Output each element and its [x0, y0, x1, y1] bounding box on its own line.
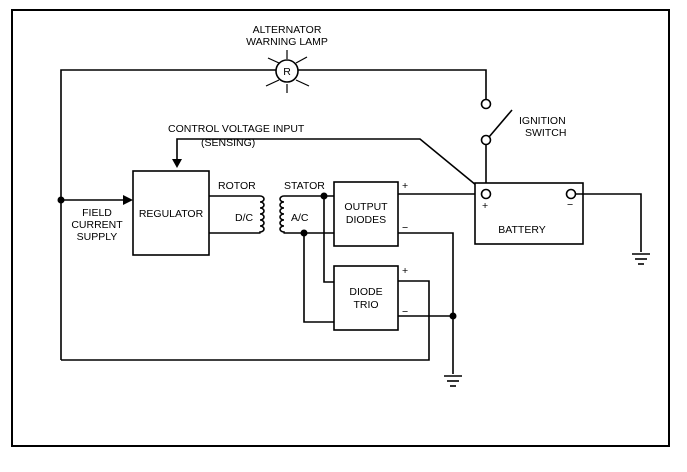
field-current-label-line1: FIELD	[82, 207, 112, 219]
diode-trio-label-line1: DIODE	[349, 286, 382, 298]
battery-negative-terminal	[565, 188, 577, 200]
output-diodes-label-line2: DIODES	[346, 214, 386, 226]
ignition-switch-label-line1: IGNITION	[519, 115, 566, 127]
control-voltage-label-line1: CONTROL VOLTAGE INPUT	[168, 123, 305, 135]
sensing-wire	[172, 138, 483, 191]
stator-label: STATOR	[284, 180, 325, 192]
battery-ground-icon	[632, 253, 650, 265]
trio-positive-wire	[61, 280, 430, 361]
output-negative-wire	[398, 232, 454, 374]
field-supply-wire	[61, 195, 133, 205]
output-diodes-plus: +	[402, 180, 408, 192]
diode-trio-box	[333, 265, 399, 331]
warning-lamp: R	[265, 50, 310, 93]
ignition-switch	[480, 98, 513, 188]
diode-trio-label-line2: TRIO	[353, 299, 378, 311]
stator-to-trio-wires	[303, 196, 334, 323]
battery-minus: −	[567, 199, 573, 211]
sensing-arrow	[172, 159, 182, 168]
field-current-label-line3: SUPPLY	[77, 231, 118, 243]
ground-junction	[449, 312, 457, 320]
battery-positive-terminal	[480, 188, 492, 200]
ground-icon	[444, 375, 462, 387]
output-diodes-minus: −	[402, 222, 408, 234]
battery-label: BATTERY	[498, 224, 545, 236]
regulator-label: REGULATOR	[139, 208, 204, 220]
ignition-switch-label-line2: SWITCH	[525, 127, 566, 139]
battery-ground-wire	[576, 193, 642, 252]
field-supply-arrow	[123, 195, 133, 205]
diode-trio-plus: +	[402, 265, 408, 277]
battery-box	[474, 182, 584, 245]
stator-type-label: A/C	[291, 212, 309, 224]
diode-trio-minus: −	[402, 306, 408, 318]
rotor-label: ROTOR	[218, 180, 256, 192]
regulator-box	[132, 170, 210, 256]
control-voltage-label-line2: (SENSING)	[201, 137, 255, 149]
lamp-label-line2: WARNING LAMP	[246, 36, 328, 48]
rotor-type-label: D/C	[235, 212, 254, 224]
output-diodes-box	[333, 181, 399, 247]
battery-plus: +	[482, 200, 488, 212]
output-diodes-label-line1: OUTPUT	[344, 201, 388, 213]
lamp-symbol: R	[283, 66, 291, 78]
rotor-winding	[209, 195, 265, 234]
lamp-label-line1: ALTERNATOR	[253, 24, 322, 36]
field-current-label-line2: CURRENT	[71, 219, 123, 231]
lamp-circuit-wire	[60, 69, 487, 360]
lamp-bulb	[275, 59, 299, 83]
